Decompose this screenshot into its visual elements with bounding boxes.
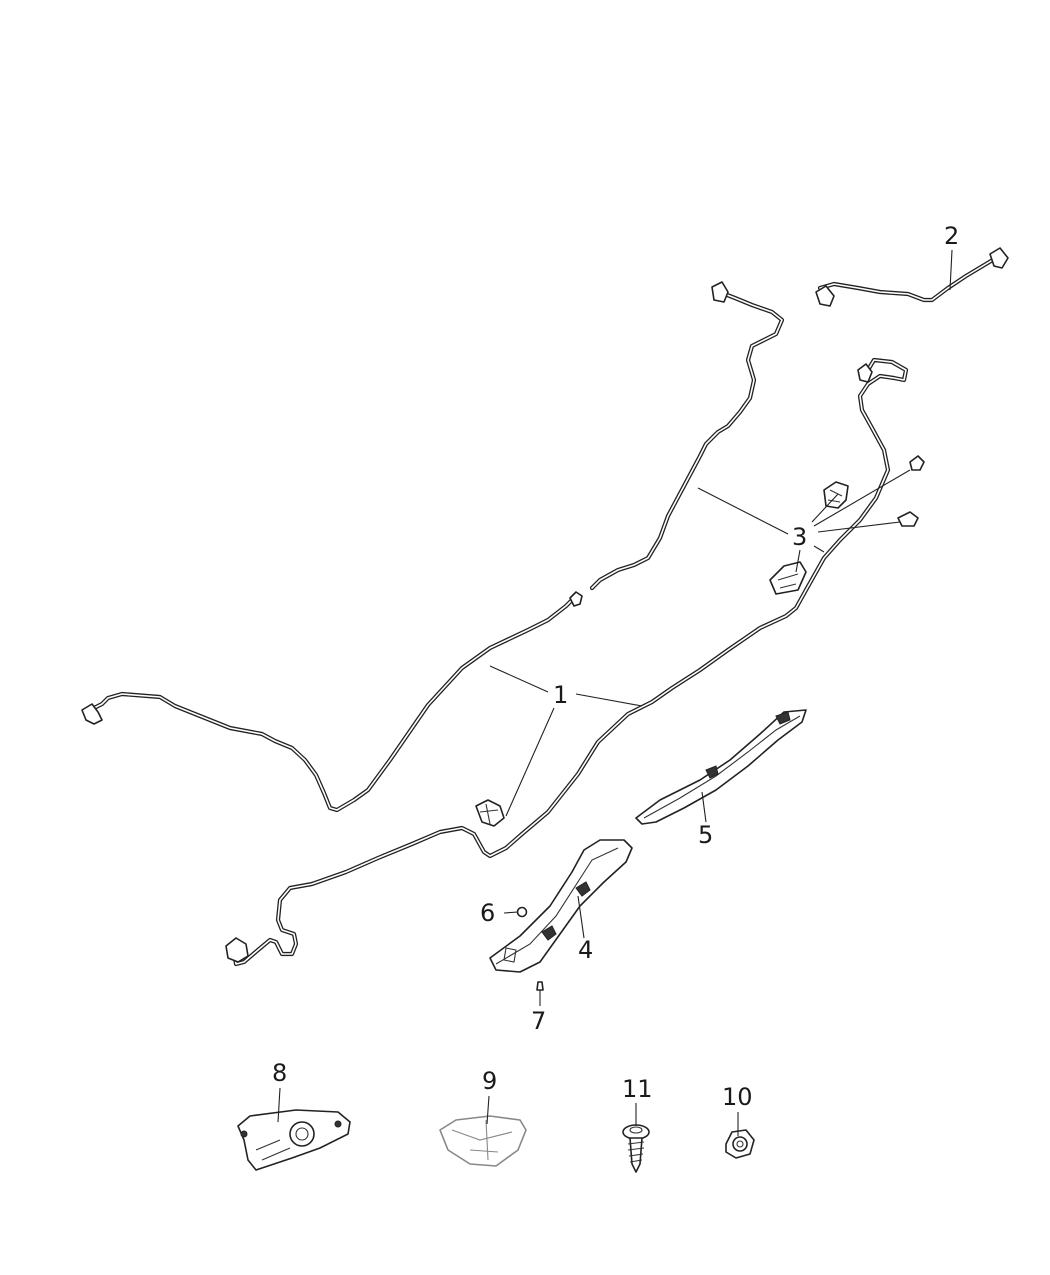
fitting-2-right [989,247,1009,269]
callout-11: 11 [622,1075,653,1103]
callout-9: 9 [482,1067,497,1095]
line-clip [475,799,505,827]
nut-6 [516,906,528,918]
callout-4: 4 [578,936,593,964]
callout-7: 7 [531,1007,546,1035]
fitting-front-lower [857,363,873,383]
clip-3-d [769,561,807,595]
callout-3: 3 [792,523,807,551]
callout-10: 10 [722,1083,753,1111]
screw-11 [622,1124,650,1173]
clip-3-c [897,511,919,527]
pin-7 [536,981,544,991]
bracket-9 [439,1115,527,1167]
callout-2: 2 [944,222,959,250]
fitting-front-upper [711,281,729,303]
callout-5: 5 [698,821,713,849]
callout-8: 8 [272,1059,287,1087]
fitting-rear-lower [225,937,249,963]
fitting-2-left [815,285,835,307]
mid-connector [569,591,583,607]
callout-6: 6 [480,899,495,927]
clip-3-b [909,455,925,471]
shield-4 [489,839,633,973]
line-front-short [815,247,1009,307]
leader-lines [277,249,953,1136]
bracket-8 [237,1109,351,1171]
line-lower [225,357,909,967]
callout-labels: 1 2 3 4 5 6 7 8 9 11 10 [272,222,959,1111]
shield-5 [635,709,807,825]
nut-10 [725,1129,755,1159]
callout-1: 1 [553,681,568,709]
line-upper [81,281,785,813]
fitting-rear-left [81,703,103,725]
clips-3 [769,455,925,595]
clip-3-a [823,481,849,509]
